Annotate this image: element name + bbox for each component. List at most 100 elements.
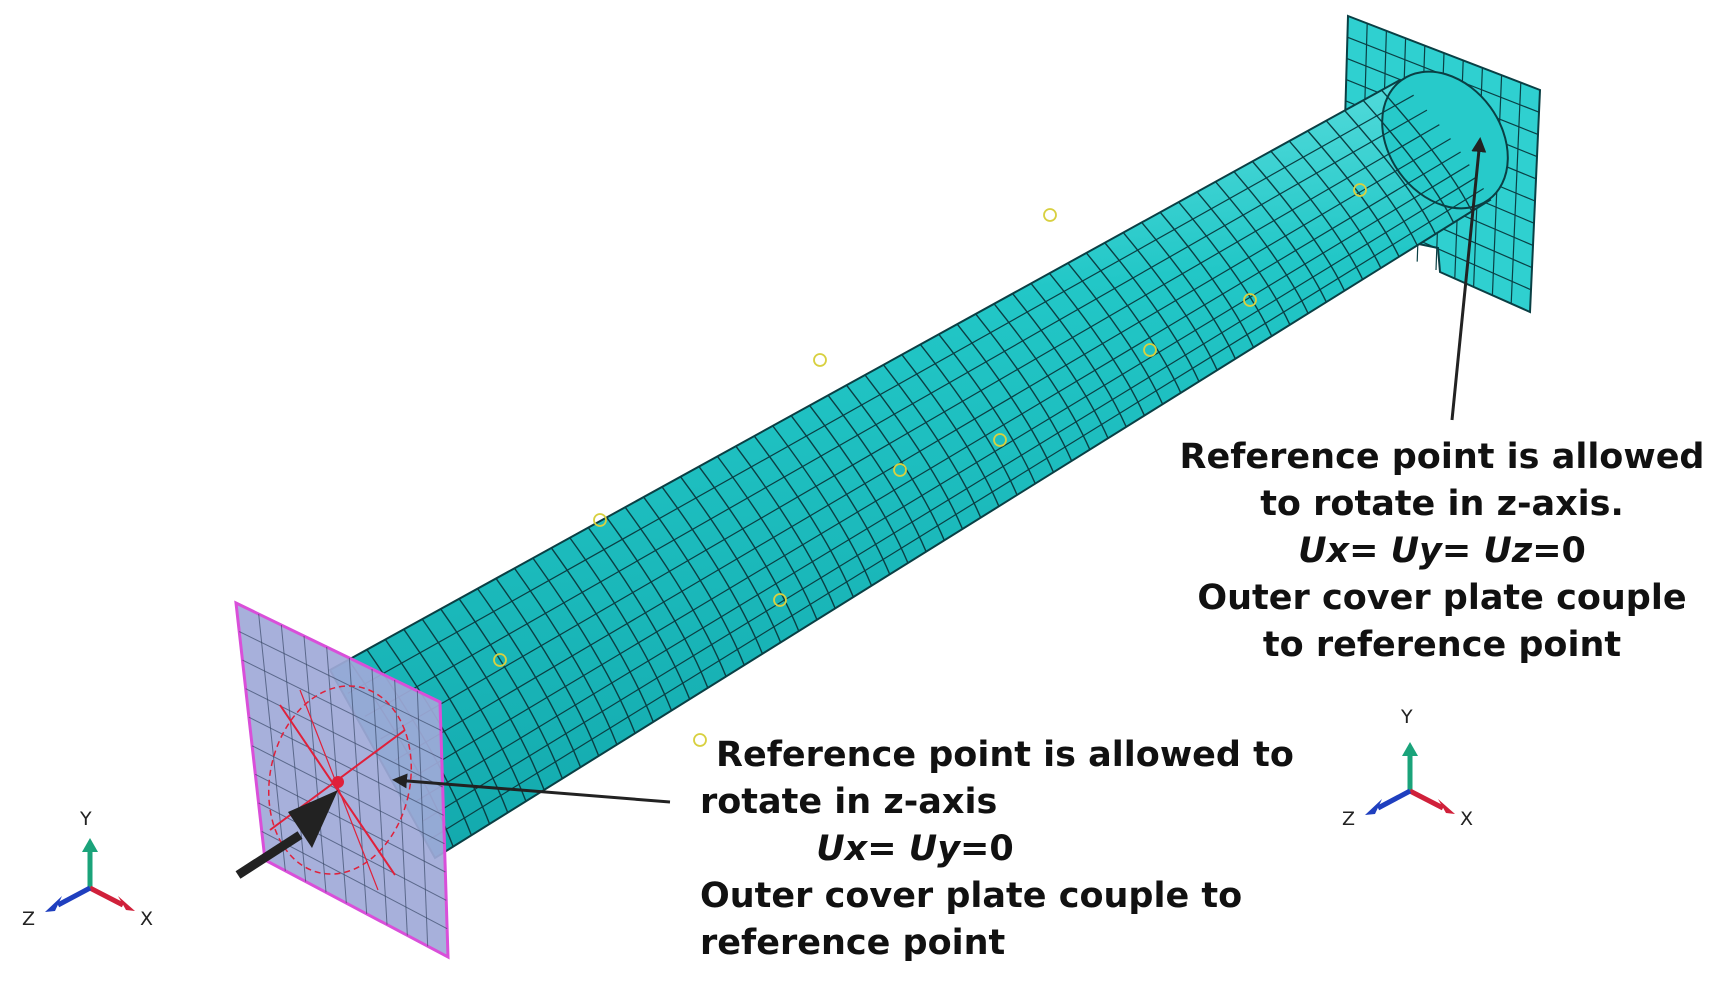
left-plate-grid-line	[261, 831, 448, 930]
tube-longitudinal-line	[415, 164, 1470, 803]
tube-ring-line	[975, 313, 1073, 462]
node-marker	[813, 353, 827, 367]
load-arrow-shaft	[235, 831, 303, 879]
node-marker	[893, 463, 907, 477]
tube-longitudinal-line	[429, 188, 1485, 841]
tube-ring-line	[495, 578, 600, 757]
node-marker	[593, 513, 607, 527]
left-annot-equation: Ux= Uy=0	[816, 829, 1014, 869]
right-annot-line4: Outer cover plate couple	[1197, 578, 1687, 618]
left-boundary-annotation: Reference point is allowed to rotate in …	[700, 732, 1320, 967]
tube-ring-line	[790, 415, 891, 575]
tube-ring-line	[1012, 293, 1109, 439]
tube-ring-line	[421, 618, 527, 802]
tube-ring-line	[919, 344, 1018, 496]
left-plate-grid-line	[248, 716, 444, 816]
right-pointer-arrow	[1450, 137, 1487, 421]
right-triad-y-label: Y	[1401, 706, 1413, 728]
right-annot-line1: Reference point is allowed	[1179, 437, 1705, 477]
tube-ring-line	[956, 323, 1055, 473]
left-axis-triad	[45, 838, 135, 912]
right-annot-line5: to reference point	[1262, 625, 1622, 665]
tube-ring-line	[864, 374, 964, 530]
tube-ring-line	[753, 435, 855, 598]
left-plate-grid-line	[258, 613, 286, 871]
tube-ring-line	[698, 466, 800, 632]
left-annot-line1: Reference point is allowed to	[716, 735, 1294, 775]
left-annot-line4: Outer cover plate couple to	[700, 876, 1243, 916]
left-plate-grid-line	[239, 631, 442, 731]
tube-ring-line	[532, 557, 636, 734]
left-end-plate	[234, 600, 450, 960]
tube-ring-line	[1030, 283, 1127, 428]
left-plate-grid-line	[326, 646, 347, 904]
tube-ring-line	[716, 455, 818, 621]
tube-ring-line	[403, 628, 509, 813]
tube-ring-line	[735, 445, 836, 609]
node-marker	[1243, 293, 1257, 307]
tube-ring-line	[643, 496, 745, 666]
tube-ring-line	[513, 567, 618, 745]
node-marker	[493, 653, 507, 667]
tube-longitudinal-line	[394, 138, 1451, 762]
left-plate-grid-line	[258, 802, 447, 901]
node-marker	[1043, 208, 1057, 222]
tube-ring-line	[606, 517, 709, 689]
right-eq-value: 0	[1561, 531, 1586, 571]
tube-ring-line	[440, 608, 545, 791]
left-plate-grid-line	[255, 773, 446, 873]
left-plate-grid-line	[245, 688, 443, 788]
tube-ring-line	[679, 476, 782, 643]
right-annot-line2: to rotate in z-axis.	[1260, 484, 1624, 524]
tube-longitudinal-mesh	[347, 94, 1485, 841]
node-marker	[773, 593, 787, 607]
tube-ring-line	[661, 486, 764, 655]
tube-ring-line	[938, 333, 1036, 484]
annotation-arrows	[235, 137, 1487, 879]
tube-ring-line	[569, 537, 673, 711]
tube-ring-line	[772, 425, 873, 586]
tube-ring-line	[882, 364, 982, 518]
tube-longitudinal-line	[405, 151, 1461, 783]
load-arrow-head	[288, 790, 338, 848]
tube-node-markers	[493, 183, 1367, 747]
left-eq-value: 0	[989, 829, 1014, 869]
left-eq-sym1: Ux	[816, 829, 868, 869]
tube-ring-line	[827, 394, 927, 552]
left-annot-line2: rotate in z-axis	[700, 782, 998, 822]
tube-ring-line	[587, 527, 691, 700]
left-plate-grid-line	[416, 690, 429, 947]
right-triad-x-label: X	[1460, 808, 1474, 830]
node-marker	[993, 433, 1007, 447]
left-plate-grid-line	[242, 659, 442, 760]
tube-longitudinal-line	[364, 109, 1428, 717]
tube-ring-line	[384, 639, 491, 825]
left-plate-grid-line	[303, 635, 327, 893]
tube-ring-line	[477, 588, 582, 768]
left-triad-z-label: Z	[22, 908, 36, 930]
tube-ring-line	[458, 598, 563, 779]
node-marker	[1353, 183, 1367, 197]
tube-circumferential-mesh	[347, 89, 1473, 847]
left-plate-grid-line	[251, 745, 445, 845]
right-annot-equation: Ux= Uy= Uz=0	[1298, 531, 1586, 571]
right-eq-sym1: Ux	[1298, 531, 1350, 571]
left-plate-mesh	[239, 613, 448, 947]
right-eq-sym3: Uz	[1483, 531, 1533, 571]
left-annot-line5: reference point	[700, 923, 1006, 963]
left-eq-sym2: Uy	[908, 829, 961, 869]
tube-ring-line	[550, 547, 654, 723]
tube-ring-line	[624, 506, 727, 677]
tube-longitudinal-line	[422, 176, 1478, 822]
left-triad-x-label: X	[140, 908, 154, 930]
right-plate-grid-line	[1510, 82, 1522, 304]
tube-longitudinal-line	[380, 124, 1440, 740]
tube-ring-line	[809, 405, 909, 564]
left-plate-grid-line	[348, 657, 368, 914]
right-boundary-annotation: Reference point is allowed to rotate in …	[1172, 434, 1712, 669]
right-triad-z-label: Z	[1342, 808, 1356, 830]
right-eq-sym2: Uy	[1390, 531, 1442, 571]
tube-ring-line	[993, 303, 1091, 450]
tube-longitudinal-line	[347, 94, 1414, 694]
